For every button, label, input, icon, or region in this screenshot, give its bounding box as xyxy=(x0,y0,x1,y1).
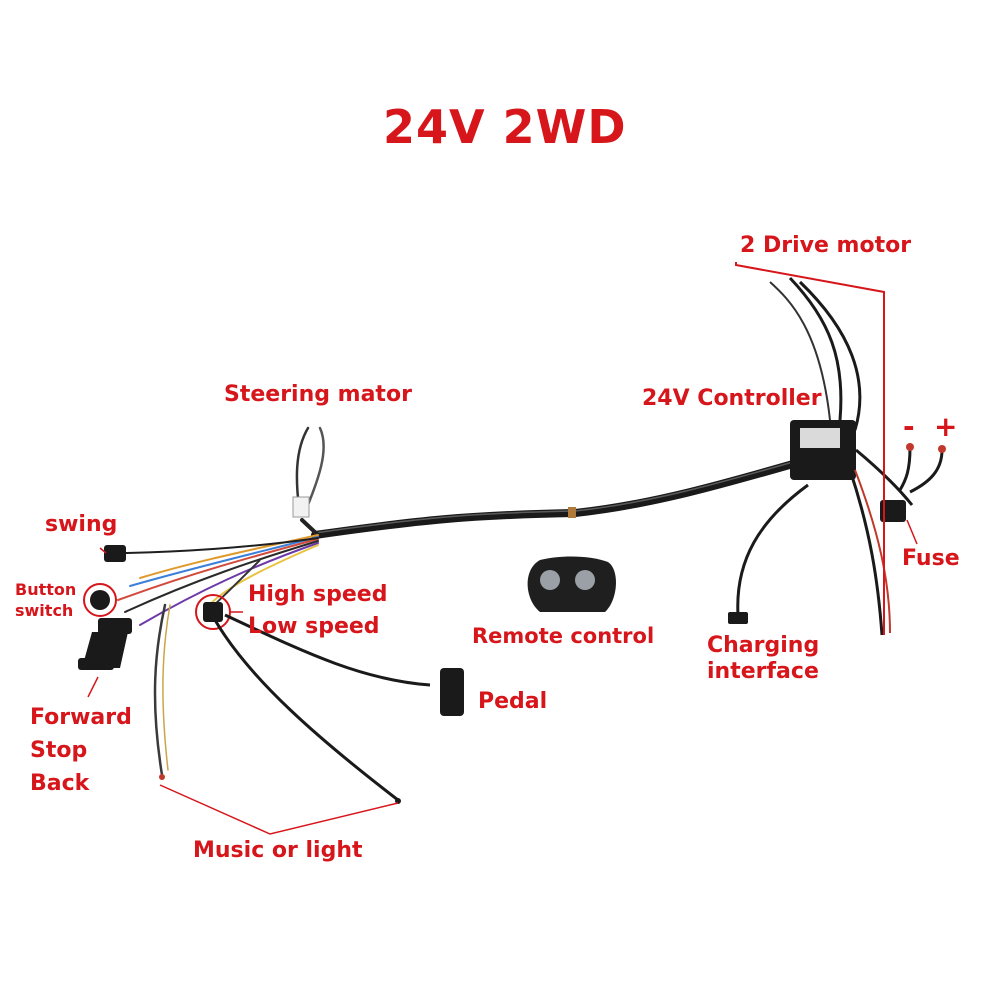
controller-down-wires-2 xyxy=(854,469,891,634)
battery-minus-lead xyxy=(898,447,912,491)
controller-label-area xyxy=(800,428,840,448)
remote-control-left-dial xyxy=(540,570,560,590)
label-forward: Forward xyxy=(30,705,132,730)
charging-interface-plug xyxy=(728,612,748,624)
label-music-or-light: Music or light xyxy=(193,838,363,863)
forward-stop-back-pointer xyxy=(87,676,99,698)
diagram-title: 24V 2WD xyxy=(383,100,627,154)
battery-plus-tip xyxy=(938,445,946,453)
label-fuse: Fuse xyxy=(902,546,960,571)
label-remote-control: Remote control xyxy=(472,624,655,648)
fuse-pointer xyxy=(906,519,918,545)
swing-pointer xyxy=(99,547,107,554)
charging-interface-wire xyxy=(736,483,809,616)
label-controller: 24V Controller xyxy=(642,386,822,411)
remote-control-body xyxy=(527,556,616,612)
drive-motor-wires-2 xyxy=(798,280,862,431)
label-forward-stop-back: Forward Stop Back xyxy=(30,701,132,800)
label-steering-motor: Steering mator xyxy=(224,382,412,407)
speed-switch-part xyxy=(203,602,223,622)
music-light-plug-left xyxy=(159,774,165,780)
label-button-switch: Button switch xyxy=(15,580,76,622)
controller-side-wires xyxy=(855,448,914,506)
label-high-speed: High speed xyxy=(248,582,388,607)
label-battery-plus: + xyxy=(934,410,958,443)
music-light-leads xyxy=(153,603,400,802)
cable-tape-marker xyxy=(568,507,576,518)
steering-motor-lead xyxy=(295,426,325,537)
battery-minus-tip xyxy=(906,443,914,451)
label-charging-interface: Charging interface xyxy=(707,633,819,686)
steering-motor-connector xyxy=(292,496,310,518)
button-switch-part xyxy=(90,590,110,610)
drive-motor-wires xyxy=(788,276,843,421)
label-charging-interface-line-1: Charging xyxy=(707,633,820,658)
music-light-plug-right xyxy=(395,798,401,804)
remote-control-right-dial xyxy=(575,570,595,590)
swing-connector xyxy=(104,545,126,562)
label-pedal: Pedal xyxy=(478,689,548,714)
forward-stop-back-switch-base xyxy=(78,658,114,670)
drive-motor-bracket-line xyxy=(735,262,885,635)
label-drive-motor: 2 Drive motor xyxy=(740,233,912,258)
label-button-switch-line-1: Button xyxy=(15,580,77,599)
label-charging-interface-line-2: interface xyxy=(707,659,819,685)
label-swing: swing xyxy=(45,512,118,537)
label-low-speed: Low speed xyxy=(248,614,380,639)
left-wire-fanout xyxy=(117,534,319,626)
forward-stop-back-switch-top xyxy=(98,618,132,634)
pedal-wire xyxy=(224,613,431,687)
label-battery-minus: - xyxy=(903,410,915,443)
pedal-part xyxy=(440,668,464,716)
battery-plus-lead xyxy=(909,449,944,494)
main-harness-cable xyxy=(311,458,804,539)
label-button-switch-line-2: switch xyxy=(15,600,74,620)
label-stop: Stop xyxy=(30,738,88,763)
drive-motor-wires-3 xyxy=(769,281,831,421)
button-switch-highlight-circle xyxy=(83,583,117,617)
label-back: Back xyxy=(30,771,90,796)
fuse-part xyxy=(880,500,906,522)
music-or-light-bracket xyxy=(159,784,399,835)
controller-down-wires xyxy=(848,469,884,636)
